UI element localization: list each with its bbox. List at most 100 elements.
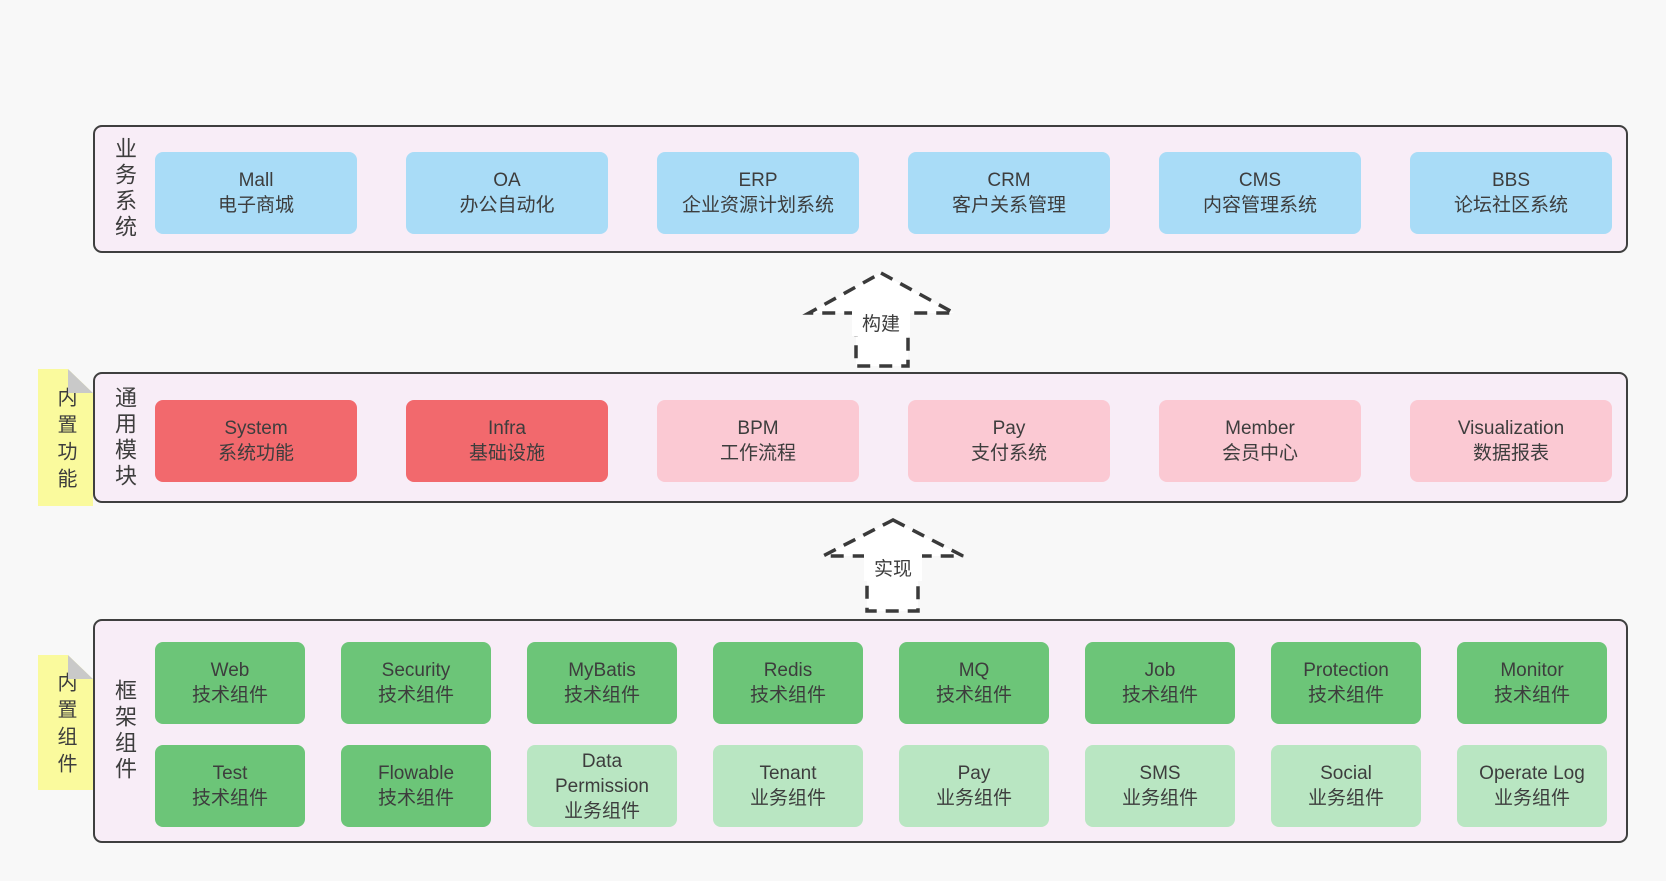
box-subtitle: 业务组件 xyxy=(1121,788,1198,809)
box-title: Security xyxy=(381,660,451,681)
box-subtitle: 业务组件 xyxy=(563,800,640,822)
box-title: OA xyxy=(493,170,521,191)
box-erp: ERP 企业资源计划系统 xyxy=(657,152,859,234)
box-subtitle: 内容管理系统 xyxy=(1202,195,1317,216)
box-subtitle: 技术组件 xyxy=(563,685,640,706)
box-flowable: Flowable 技术组件 xyxy=(341,745,491,827)
sticky-note-text: 内置组件 xyxy=(54,671,76,780)
box-title: Monitor xyxy=(1500,660,1564,681)
box-title: System xyxy=(224,418,288,439)
box-subtitle: 业务组件 xyxy=(1493,788,1570,809)
box-subtitle: 技术组件 xyxy=(191,685,268,706)
business-box-row: Mall 电子商城 OA 办公自动化 ERP 企业资源计划系统 CRM 客户关系管理 CMS 内容… xyxy=(155,152,1612,234)
sticky-note-text: 内置功能 xyxy=(54,386,76,495)
implement-arrow-label: 实现 xyxy=(864,553,922,581)
box-subtitle: 技术组件 xyxy=(1493,685,1570,706)
box-system: System 系统功能 xyxy=(155,400,357,482)
box-title: Tenant xyxy=(759,763,817,784)
modules-box-row: System 系统功能 Infra 基础设施 BPM 工作流程 Pay 支付系统 Member 会… xyxy=(155,400,1612,482)
box-title: Web xyxy=(210,660,250,681)
box-subtitle: 数据报表 xyxy=(1472,443,1549,464)
box-title: MQ xyxy=(958,660,990,681)
box-title: MyBatis xyxy=(568,660,636,681)
box-subtitle: 技术组件 xyxy=(935,685,1012,706)
box-job: Job 技术组件 xyxy=(1085,642,1235,724)
box-redis: Redis 技术组件 xyxy=(713,642,863,724)
box-subtitle: 支付系统 xyxy=(970,443,1047,464)
sticky-note-builtin-features: 内置功能 xyxy=(38,369,93,506)
box-pay: Pay 业务组件 xyxy=(899,745,1049,827)
box-subtitle: 工作流程 xyxy=(719,443,796,464)
box-monitor: Monitor 技术组件 xyxy=(1457,642,1607,724)
box-data-permission: Data Permission 业务组件 xyxy=(527,745,677,827)
box-subtitle: 业务组件 xyxy=(1307,788,1384,809)
box-title: SMS xyxy=(1139,763,1181,784)
box-subtitle: 办公自动化 xyxy=(459,195,555,216)
box-mybatis: MyBatis 技术组件 xyxy=(527,642,677,724)
box-subtitle: 技术组件 xyxy=(1121,685,1198,706)
box-subtitle: 企业资源计划系统 xyxy=(681,195,834,216)
folded-corner-icon xyxy=(68,655,93,679)
box-title: CRM xyxy=(987,170,1031,191)
box-infra: Infra 基础设施 xyxy=(406,400,608,482)
panel-components-label: 框架组件 xyxy=(112,679,137,783)
box-crm: CRM 客户关系管理 xyxy=(908,152,1110,234)
box-subtitle: 电子商城 xyxy=(217,195,294,216)
box-subtitle: 会员中心 xyxy=(1221,443,1298,464)
box-subtitle: 技术组件 xyxy=(749,685,826,706)
box-member: Member 会员中心 xyxy=(1159,400,1361,482)
box-mall: Mall 电子商城 xyxy=(155,152,357,234)
box-subtitle: 业务组件 xyxy=(935,788,1012,809)
box-title: Member xyxy=(1225,418,1295,439)
box-subtitle: 技术组件 xyxy=(377,788,454,809)
box-title: Infra xyxy=(487,418,527,439)
box-subtitle: 技术组件 xyxy=(377,685,454,706)
box-subtitle: 技术组件 xyxy=(1307,685,1384,706)
box-title: Test xyxy=(212,763,248,784)
panel-common-modules: 通用模块 System 系统功能 Infra 基础设施 BPM 工作流程 Pay 支付系统 Me… xyxy=(93,372,1628,503)
box-title: Data Permission xyxy=(555,750,649,797)
box-title: Pay xyxy=(992,418,1026,439)
build-arrow-label: 构建 xyxy=(852,308,910,336)
folded-corner-icon xyxy=(68,369,93,393)
box-title: Mall xyxy=(238,170,274,191)
box-title: CMS xyxy=(1238,170,1282,191)
box-title: Flowable xyxy=(377,763,455,784)
box-title: Social xyxy=(1320,763,1372,784)
box-tenant: Tenant 业务组件 xyxy=(713,745,863,827)
box-sms: SMS 业务组件 xyxy=(1085,745,1235,827)
box-security: Security 技术组件 xyxy=(341,642,491,724)
box-title: BPM xyxy=(737,418,779,439)
box-title: Pay xyxy=(957,763,991,784)
box-title: Redis xyxy=(763,660,813,681)
panel-modules-label: 通用模块 xyxy=(112,385,137,490)
box-oa: OA 办公自动化 xyxy=(406,152,608,234)
box-title: Visualization xyxy=(1457,418,1565,439)
box-test: Test 技术组件 xyxy=(155,745,305,827)
box-visualization: Visualization 数据报表 xyxy=(1410,400,1612,482)
box-title: Protection xyxy=(1303,660,1389,681)
box-subtitle: 系统功能 xyxy=(217,443,294,464)
box-title: ERP xyxy=(738,170,778,191)
box-subtitle: 基础设施 xyxy=(468,443,545,464)
box-cms: CMS 内容管理系统 xyxy=(1159,152,1361,234)
sticky-note-builtin-components: 内置组件 xyxy=(38,655,93,790)
box-social: Social 业务组件 xyxy=(1271,745,1421,827)
box-subtitle: 客户关系管理 xyxy=(951,195,1066,216)
box-bbs: BBS 论坛社区系统 xyxy=(1410,152,1612,234)
box-mq: MQ 技术组件 xyxy=(899,642,1049,724)
box-pay: Pay 支付系统 xyxy=(908,400,1110,482)
box-title: Job xyxy=(1144,660,1176,681)
box-subtitle: 技术组件 xyxy=(191,788,268,809)
box-title: BBS xyxy=(1491,170,1531,191)
box-bpm: BPM 工作流程 xyxy=(657,400,859,482)
box-subtitle: 业务组件 xyxy=(749,788,826,809)
box-subtitle: 论坛社区系统 xyxy=(1453,195,1568,216)
box-web: Web 技术组件 xyxy=(155,642,305,724)
